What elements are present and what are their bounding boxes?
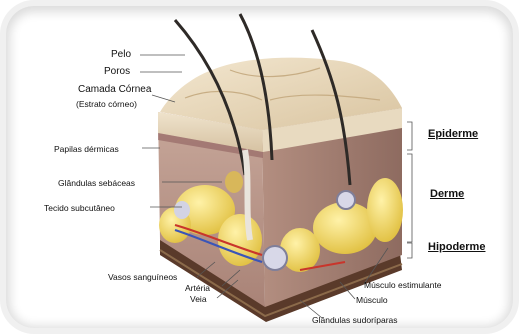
label-vasos-sanguineos: Vasos sanguíneos <box>108 271 177 283</box>
layer-hipoderme: Hipoderme <box>428 241 485 253</box>
label-tecido-subcutaneo: Tecido subcutâneo <box>44 202 115 214</box>
layer-derme: Derme <box>430 188 464 200</box>
sebaceous-gland <box>225 171 243 193</box>
layer-epiderme: Epiderme <box>428 128 478 140</box>
label-veia: Veia <box>190 293 207 305</box>
label-camada-cornea: Camada Córnea <box>78 84 151 96</box>
label-musculo-estimulante: Músculo estimulante <box>364 279 441 291</box>
label-papilas-dermicas: Papilas dérmicas <box>54 143 119 155</box>
sweat-gland <box>263 246 287 270</box>
label-poros: Poros <box>104 66 130 78</box>
label-estrato-corneo: (Estrato córneo) <box>76 98 137 110</box>
label-pelo: Pelo <box>111 49 131 61</box>
label-glandulas-sebaceas: Glândulas sebáceas <box>58 177 135 189</box>
label-musculo: Músculo <box>356 294 388 306</box>
label-glandulas-sudoriparas: Glândulas sudoríparas <box>312 314 398 326</box>
